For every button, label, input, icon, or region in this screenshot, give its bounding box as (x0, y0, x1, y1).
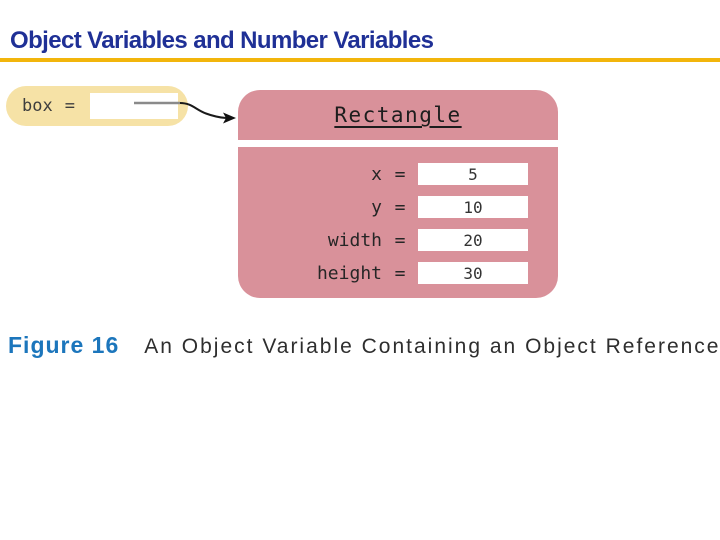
figure-caption: An Object Variable Containing an Object … (144, 335, 720, 358)
field-value-box: 5 (418, 163, 528, 185)
reference-value-box (90, 93, 178, 119)
field-value-box: 20 (418, 229, 528, 251)
field-name-label: height (316, 262, 382, 284)
page-title: Object Variables and Number Variables (10, 27, 434, 54)
object-fields-body: x = 5 y = 10 width = 20 height = (238, 147, 558, 298)
rectangle-object-card: Rectangle x = 5 y = 10 width = 20 (238, 90, 558, 298)
equals-sign: = (394, 262, 406, 284)
field-row-width: width = 20 (238, 229, 558, 251)
figure-label: Figure 16 (8, 332, 120, 358)
object-class-header: Rectangle (238, 90, 558, 140)
field-value-box: 10 (418, 196, 528, 218)
title-underline-rule (0, 58, 720, 62)
box-variable-label: box (22, 96, 53, 116)
field-name-label: y (371, 196, 382, 218)
arrowhead-icon (223, 112, 236, 124)
equals-sign: = (394, 196, 406, 218)
arrow-curve (179, 102, 227, 119)
field-name-label: x (371, 163, 382, 185)
reference-arrow (134, 101, 236, 124)
equals-sign: = (394, 163, 406, 185)
field-row-x: x = 5 (238, 163, 558, 185)
field-row-y: y = 10 (238, 196, 558, 218)
equals-sign: = (394, 229, 406, 251)
class-name-label: Rectangle (334, 103, 462, 127)
figure-caption-row: Figure 16 An Object Variable Containing … (8, 332, 720, 359)
equals-sign: = (64, 96, 75, 116)
box-variable-pill: box = (6, 86, 188, 126)
field-row-height: height = 30 (238, 262, 558, 284)
field-name-label: width (327, 229, 382, 251)
field-value-box: 30 (418, 262, 528, 284)
